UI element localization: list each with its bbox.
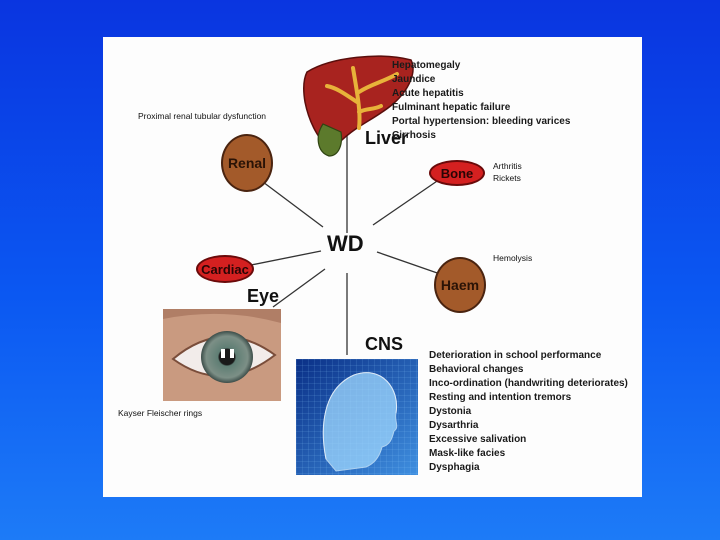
hub-label: WD [327,231,364,256]
cns-label: CNS [365,334,404,354]
eye-photo [163,309,281,401]
liver-label: Liver [365,128,409,148]
liver-image [302,55,414,157]
list-item: Dysarthria [429,420,479,431]
eye-icon [163,309,281,401]
renal-label: Renal [227,155,267,171]
renal-node: Renal [221,134,273,192]
list-item: Rickets [493,173,521,183]
list-item: Behavioral changes [429,364,524,375]
link-bone [372,176,444,226]
link-renal [262,181,324,228]
eye-label: Eye [247,286,280,306]
list-item: Portal hypertension: bleeding varices [392,116,571,127]
haem-label: Haem [440,277,480,293]
list-item: Deterioration in school performance [429,350,602,361]
cardiac-label: Cardiac [201,261,249,277]
list-item: Fulminant hepatic failure [392,102,511,113]
list-item: Resting and intention tremors [429,392,572,403]
list-item: Excessive salivation [429,434,527,445]
eye-note: Kayser Fleischer rings [118,408,203,418]
diagram-panel: Liver Hepatomegaly Jaundice Acute hepati… [103,37,642,497]
list-item: Mask-like facies [429,448,506,459]
renal-note: Proximal renal tubular dysfunction [138,111,267,121]
head-icon [296,359,418,475]
cns-findings: Deterioration in school performance Beha… [429,349,628,475]
link-haem [376,251,444,276]
bone-label: Bone [440,165,474,181]
list-item: Cirrhosis [392,130,436,141]
list-item: Acute hepatitis [392,88,464,99]
cns-head-image [296,359,418,475]
haem-note: Hemolysis [493,253,533,263]
list-item: Arthritis [493,161,522,171]
link-cardiac [245,250,322,267]
bone-findings: Arthritis Rickets [493,160,522,184]
link-eye [272,268,326,308]
list-item: Jaundice [392,74,436,85]
connector-lines [245,132,444,355]
cardiac-node: Cardiac [196,255,254,283]
haem-node: Haem [434,257,486,313]
list-item: Dystonia [429,406,472,417]
liver-findings: Hepatomegaly Jaundice Acute hepatitis Fu… [392,59,570,143]
list-item: Hepatomegaly [392,60,461,71]
list-item: Dysphagia [429,462,480,473]
bone-node: Bone [429,160,485,186]
list-item: Inco-ordination (handwriting deteriorate… [429,378,628,389]
